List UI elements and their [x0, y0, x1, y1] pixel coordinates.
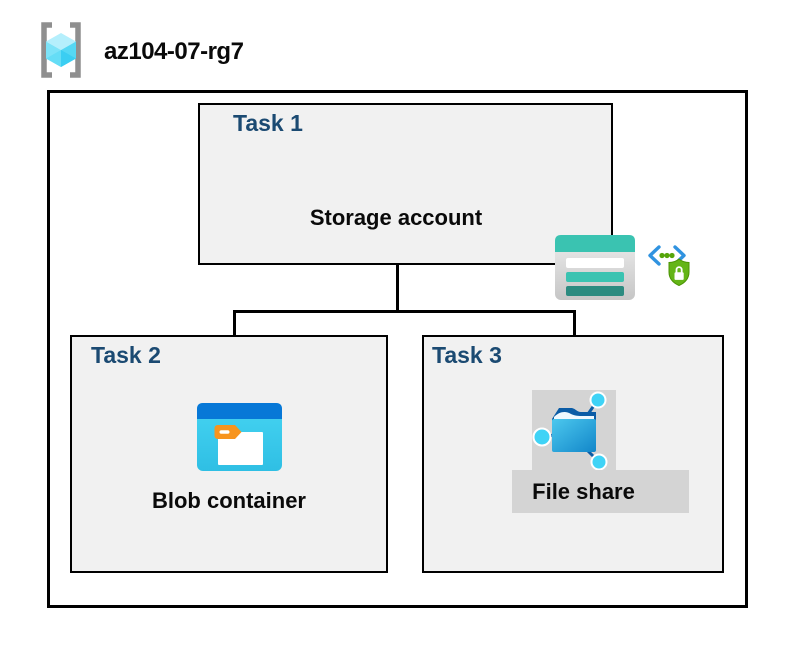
task-3-box: Task 3 File share — [422, 335, 724, 573]
storage-account-label: Storage account — [309, 205, 483, 230]
resource-group-title: az104-07-rg7 — [104, 38, 244, 65]
task-1-box: Task 1 Stora — [198, 103, 695, 300]
task-2-box: Task 2 Blob container — [70, 335, 388, 573]
file-share-label-background: File share — [512, 470, 689, 513]
task-3-label: Task 3 — [432, 342, 502, 368]
connector-horizontal — [233, 310, 576, 313]
blob-container-label: Blob container — [151, 488, 306, 513]
task-2-label: Task 2 — [91, 342, 161, 368]
connector-storage-stem — [396, 237, 399, 313]
blob-container-icon — [197, 403, 282, 471]
task-1-label: Task 1 — [233, 110, 303, 136]
file-share-icon — [532, 390, 616, 471]
secure-endpoint-icon — [645, 238, 695, 290]
resource-group-icon — [41, 22, 81, 78]
file-share-label: File share — [532, 479, 635, 504]
storage-account-icon — [555, 235, 635, 300]
